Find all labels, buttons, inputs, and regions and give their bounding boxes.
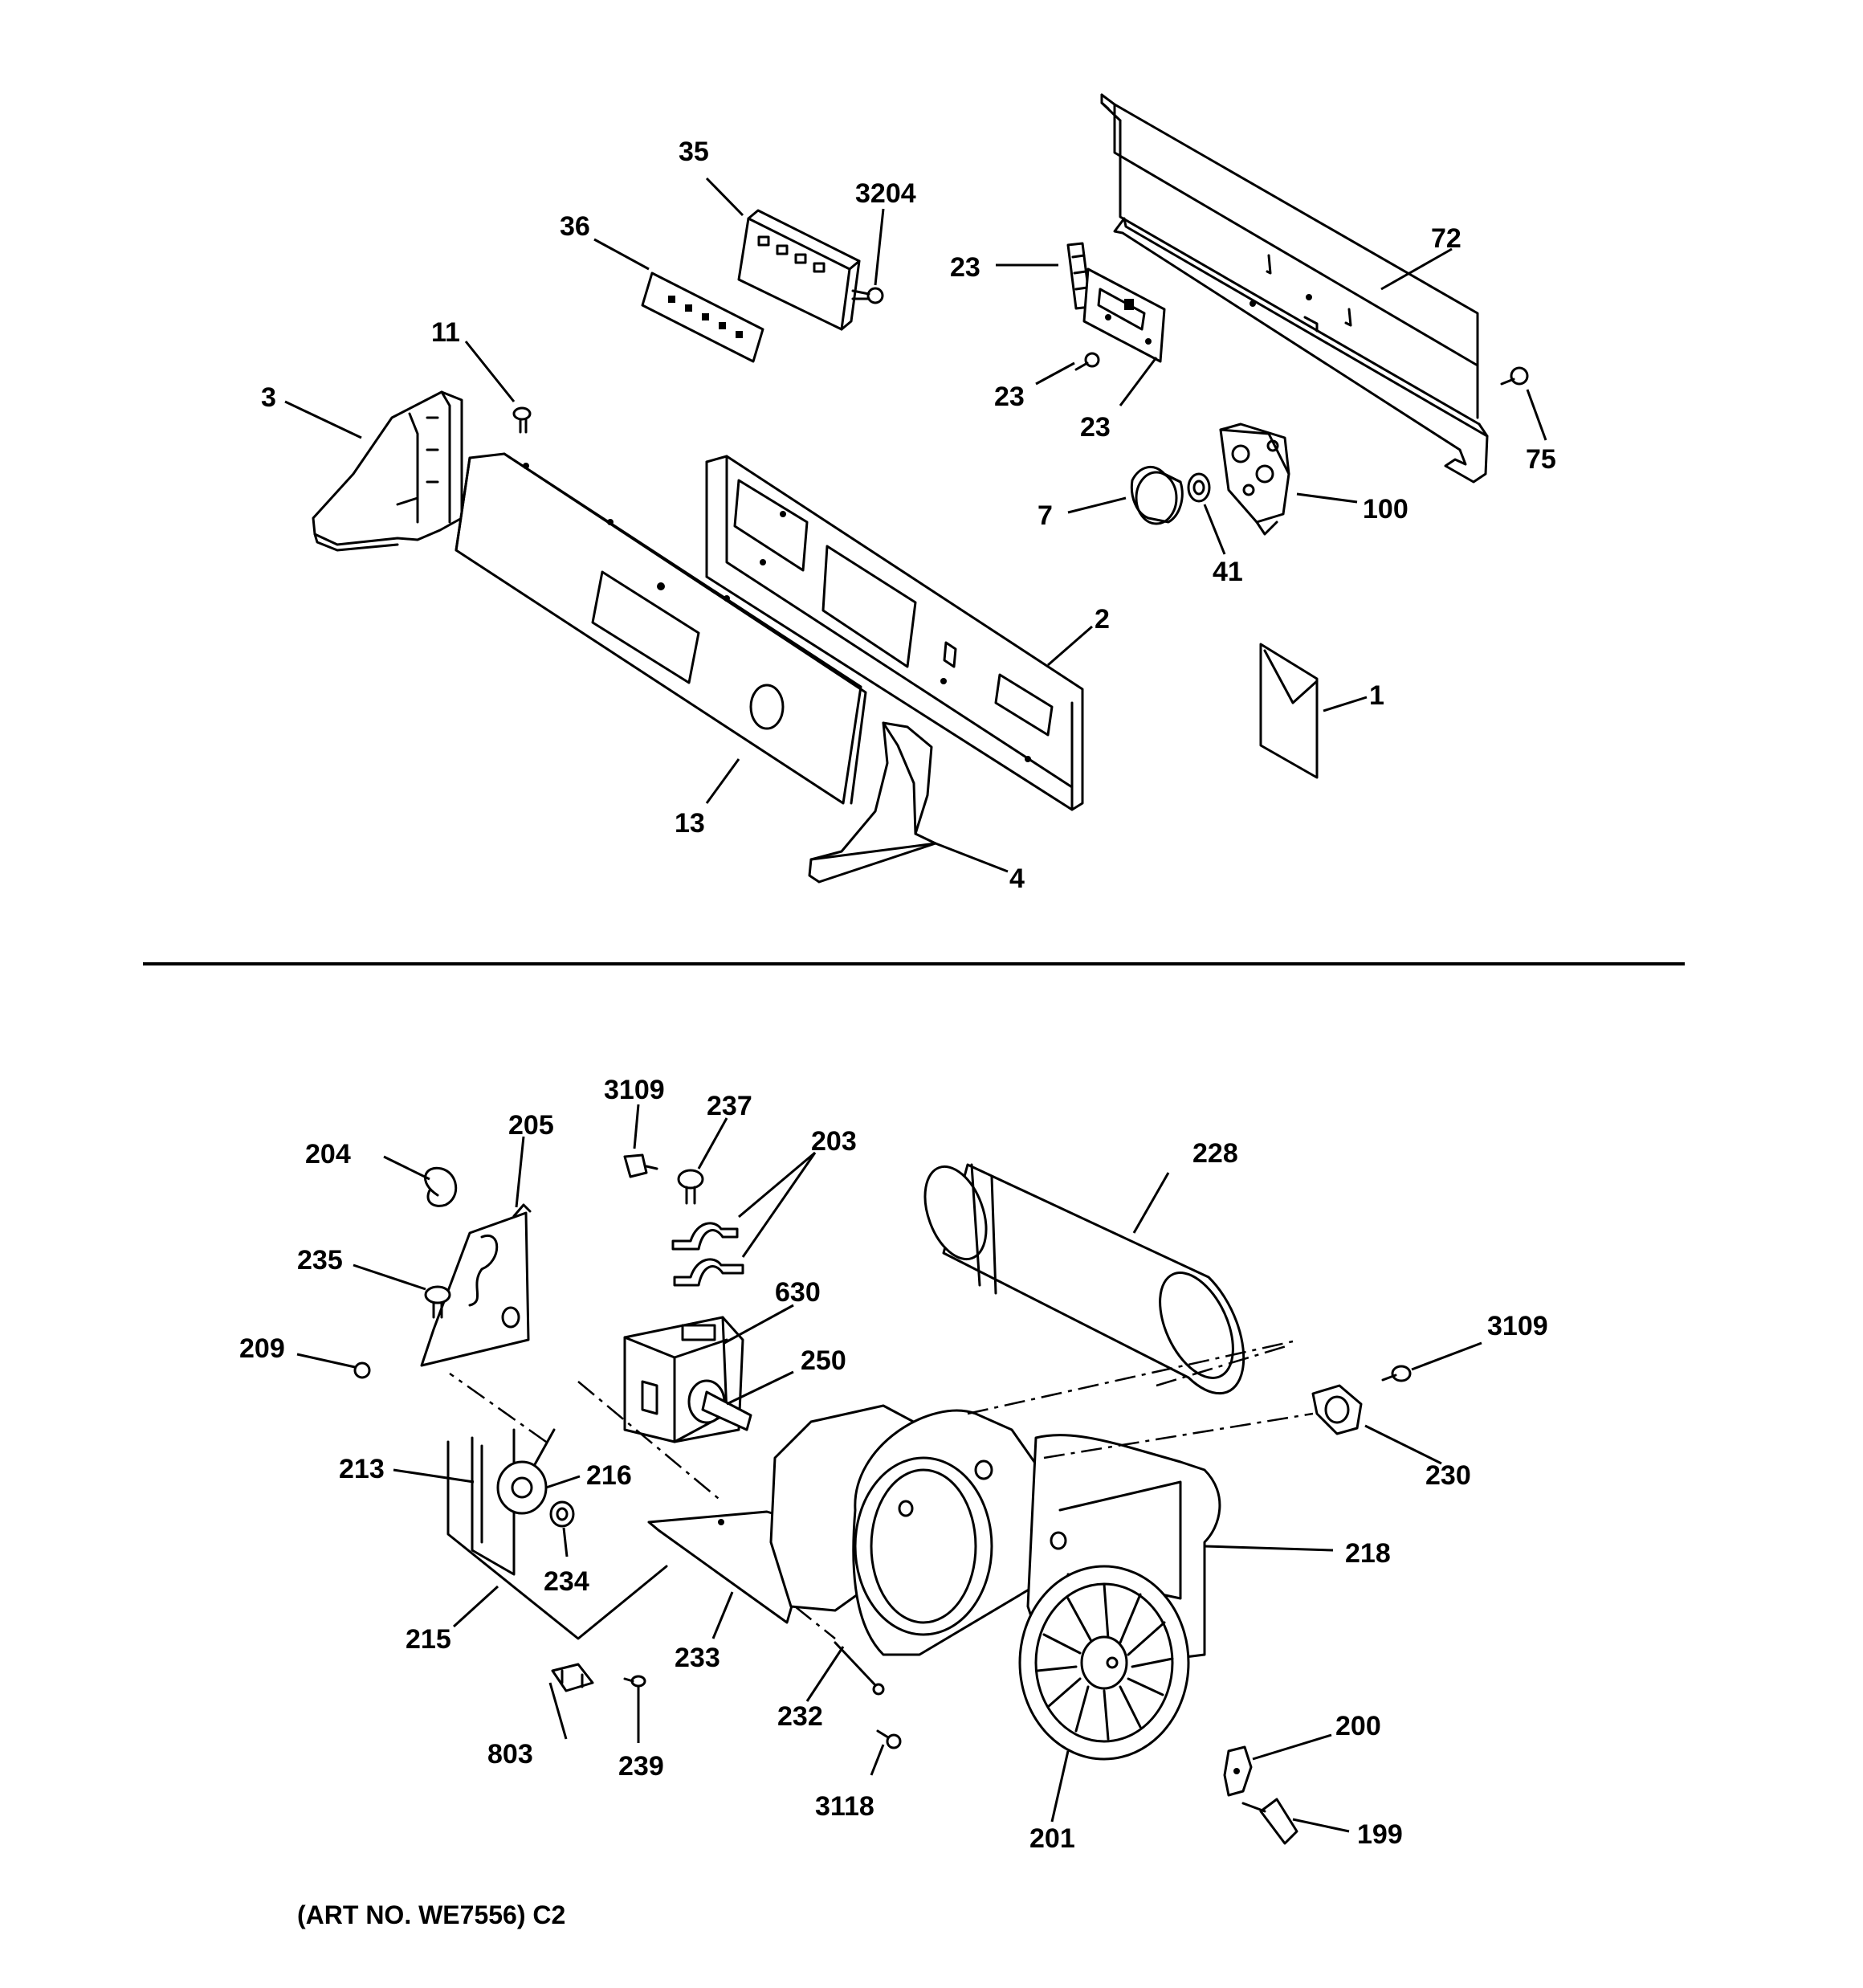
part-3204-screw — [851, 287, 884, 304]
callout-233: 233 — [675, 1643, 720, 1673]
part-200-clamp — [1223, 1745, 1253, 1797]
part-11-screw — [512, 406, 532, 434]
part-803-switch — [551, 1663, 594, 1692]
callout-228: 228 — [1192, 1138, 1238, 1169]
part-209-nut — [353, 1361, 371, 1379]
callout-630: 630 — [775, 1277, 821, 1308]
callout-200: 200 — [1335, 1711, 1381, 1741]
callout-803: 803 — [487, 1739, 533, 1770]
part-3118-screw — [876, 1729, 902, 1749]
part-203-strap-lower — [673, 1258, 744, 1287]
callout-205: 205 — [508, 1110, 554, 1141]
callout-239: 239 — [618, 1751, 664, 1782]
callout-232: 232 — [777, 1701, 823, 1732]
callout-75: 75 — [1526, 444, 1556, 475]
part-41-knob-insert — [1187, 472, 1211, 503]
part-205-bracket — [420, 1203, 532, 1367]
part-199-screw — [1241, 1798, 1298, 1845]
callout-3: 3 — [261, 382, 276, 413]
part-72-back-panel — [1100, 93, 1489, 484]
art-number: (ART NO. WE7556) C2 — [297, 1900, 565, 1929]
alignment-lines — [449, 1340, 1314, 1639]
callout-237: 237 — [707, 1091, 752, 1121]
callout-11: 11 — [431, 317, 460, 348]
part-23-screw — [1074, 352, 1100, 371]
part-228-duct — [923, 1163, 1245, 1395]
part-230-thermostat — [1311, 1384, 1363, 1435]
part-7-knob — [1130, 465, 1184, 525]
callout-4: 4 — [1009, 863, 1025, 894]
callout-215: 215 — [406, 1624, 451, 1655]
callout-216: 216 — [586, 1460, 632, 1491]
callout-35: 35 — [679, 137, 709, 167]
callout-218: 218 — [1345, 1538, 1391, 1569]
part-3109-clip-right — [1381, 1365, 1412, 1382]
callout-203: 203 — [811, 1126, 857, 1157]
callout-213: 213 — [339, 1454, 385, 1484]
part-237-screw — [677, 1169, 704, 1205]
leader-lines — [284, 177, 1547, 1833]
callout-1: 1 — [1369, 680, 1384, 711]
callout-209: 209 — [239, 1333, 285, 1364]
part-13-control-panel — [455, 452, 867, 805]
callout-23-bracket: 23 — [950, 252, 980, 283]
part-250-motor-shaft — [687, 1379, 752, 1431]
callout-230: 230 — [1425, 1460, 1471, 1491]
callout-3118: 3118 — [815, 1791, 874, 1822]
part-239-screw — [623, 1675, 646, 1688]
part-215-rod — [446, 1440, 668, 1640]
part-100-switch — [1219, 423, 1290, 536]
callout-3109-top: 3109 — [604, 1075, 665, 1105]
callout-36: 36 — [560, 211, 590, 242]
callout-23-screw: 23 — [994, 382, 1025, 412]
callout-41: 41 — [1213, 557, 1243, 587]
part-234-washer — [549, 1500, 575, 1528]
part-203-strap-upper — [671, 1222, 739, 1251]
part-3-end-cap-left — [312, 390, 463, 552]
callout-100: 100 — [1363, 494, 1408, 525]
callout-235: 235 — [297, 1245, 343, 1276]
callout-250: 250 — [801, 1345, 846, 1376]
part-36-overlay — [641, 271, 764, 363]
callout-72: 72 — [1431, 223, 1461, 254]
part-4-end-cap-right — [808, 721, 937, 884]
part-2-panel-frame — [705, 455, 1084, 811]
callout-labels: 35 3204 36 23 72 11 3 23 23 75 100 7 41 … — [239, 137, 1556, 1929]
part-235-screw — [424, 1285, 451, 1319]
part-201-blower-wheel — [1018, 1565, 1190, 1761]
callout-201: 201 — [1029, 1823, 1075, 1854]
part-1-envelope — [1259, 643, 1319, 779]
callout-199: 199 — [1357, 1819, 1403, 1850]
callout-3204: 3204 — [855, 178, 916, 209]
callout-204: 204 — [305, 1139, 351, 1170]
part-232-pin — [834, 1641, 885, 1696]
part-630-motor — [623, 1316, 744, 1443]
part-204-clip — [424, 1166, 458, 1207]
part-23-control-board — [1082, 267, 1166, 363]
callout-2: 2 — [1095, 604, 1110, 635]
callout-23-board: 23 — [1080, 412, 1111, 443]
callout-3109-right: 3109 — [1487, 1311, 1548, 1341]
part-35-button-assembly — [737, 209, 861, 331]
callout-13: 13 — [675, 808, 705, 839]
part-3109-clip-top — [623, 1153, 658, 1178]
part-216-idler-pulley — [496, 1460, 548, 1515]
callout-7: 7 — [1037, 500, 1053, 531]
callout-234: 234 — [544, 1566, 589, 1597]
part-75-screw — [1500, 366, 1529, 386]
